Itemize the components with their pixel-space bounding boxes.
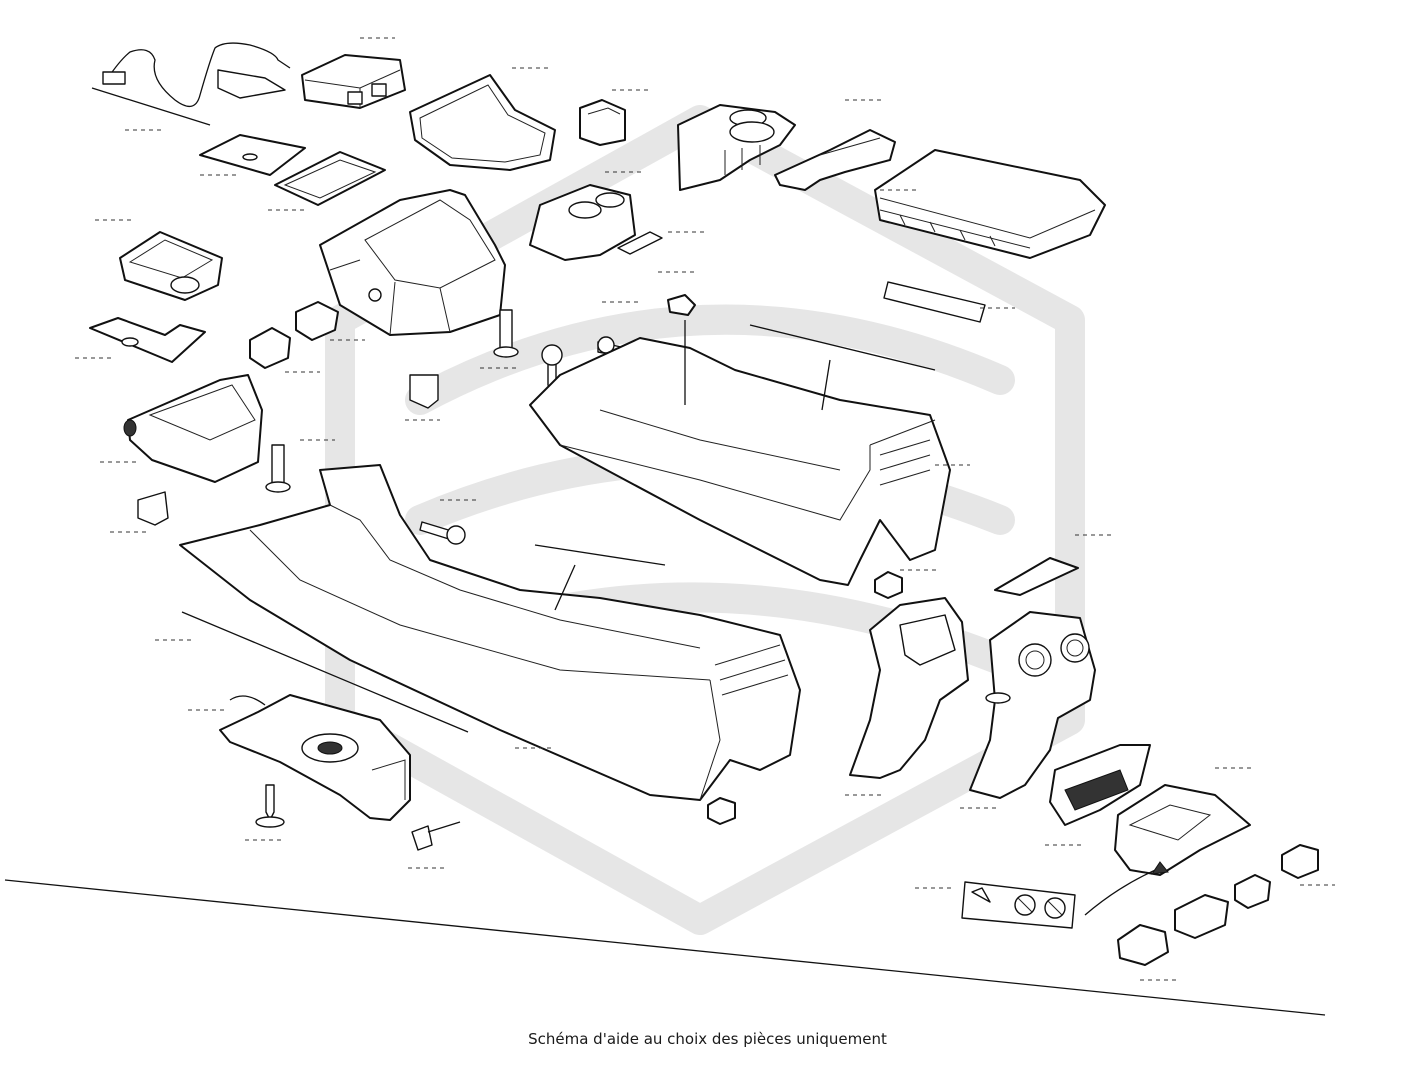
callout-markers <box>75 37 1335 981</box>
shifter-housing-icon <box>219 694 411 821</box>
trim-frame-icon <box>409 74 556 171</box>
ground-line <box>4 879 1326 1016</box>
storage-tray-icon <box>119 231 223 301</box>
armrest-lid-icon <box>874 149 1106 259</box>
cover-plate-icon <box>994 557 1079 596</box>
shifter-base-icon <box>1084 784 1251 916</box>
cup-holder-body-icon <box>529 184 636 261</box>
cup-holder-insert-icon <box>579 99 626 146</box>
plug-icon <box>411 821 461 851</box>
rear-vent-panel-icon <box>969 611 1096 799</box>
bracket-tag-icon <box>137 374 439 526</box>
armrest-latch-icon <box>774 129 896 191</box>
warning-label-icon <box>961 881 1076 929</box>
control-module-icon <box>301 54 406 109</box>
ashtray-icon <box>1049 744 1151 826</box>
center-console-front-icon <box>179 464 801 801</box>
storage-compartment-lower-icon <box>123 374 263 483</box>
rear-trim-panel-icon <box>849 597 969 779</box>
diagram-caption: Schéma d'aide au choix des pièces unique… <box>528 1030 887 1048</box>
wireless-charging-tray-icon <box>199 134 386 206</box>
center-console-rear-icon <box>529 320 951 586</box>
armrest-hinge-bracket-icon <box>677 104 796 191</box>
tray-mat-icon <box>89 317 206 363</box>
usb-cable-harness-icon <box>91 42 291 126</box>
clip-icon <box>617 231 986 323</box>
storage-compartment-icon <box>319 189 506 336</box>
switch-icon <box>249 294 1319 966</box>
nut-icon <box>707 571 903 825</box>
